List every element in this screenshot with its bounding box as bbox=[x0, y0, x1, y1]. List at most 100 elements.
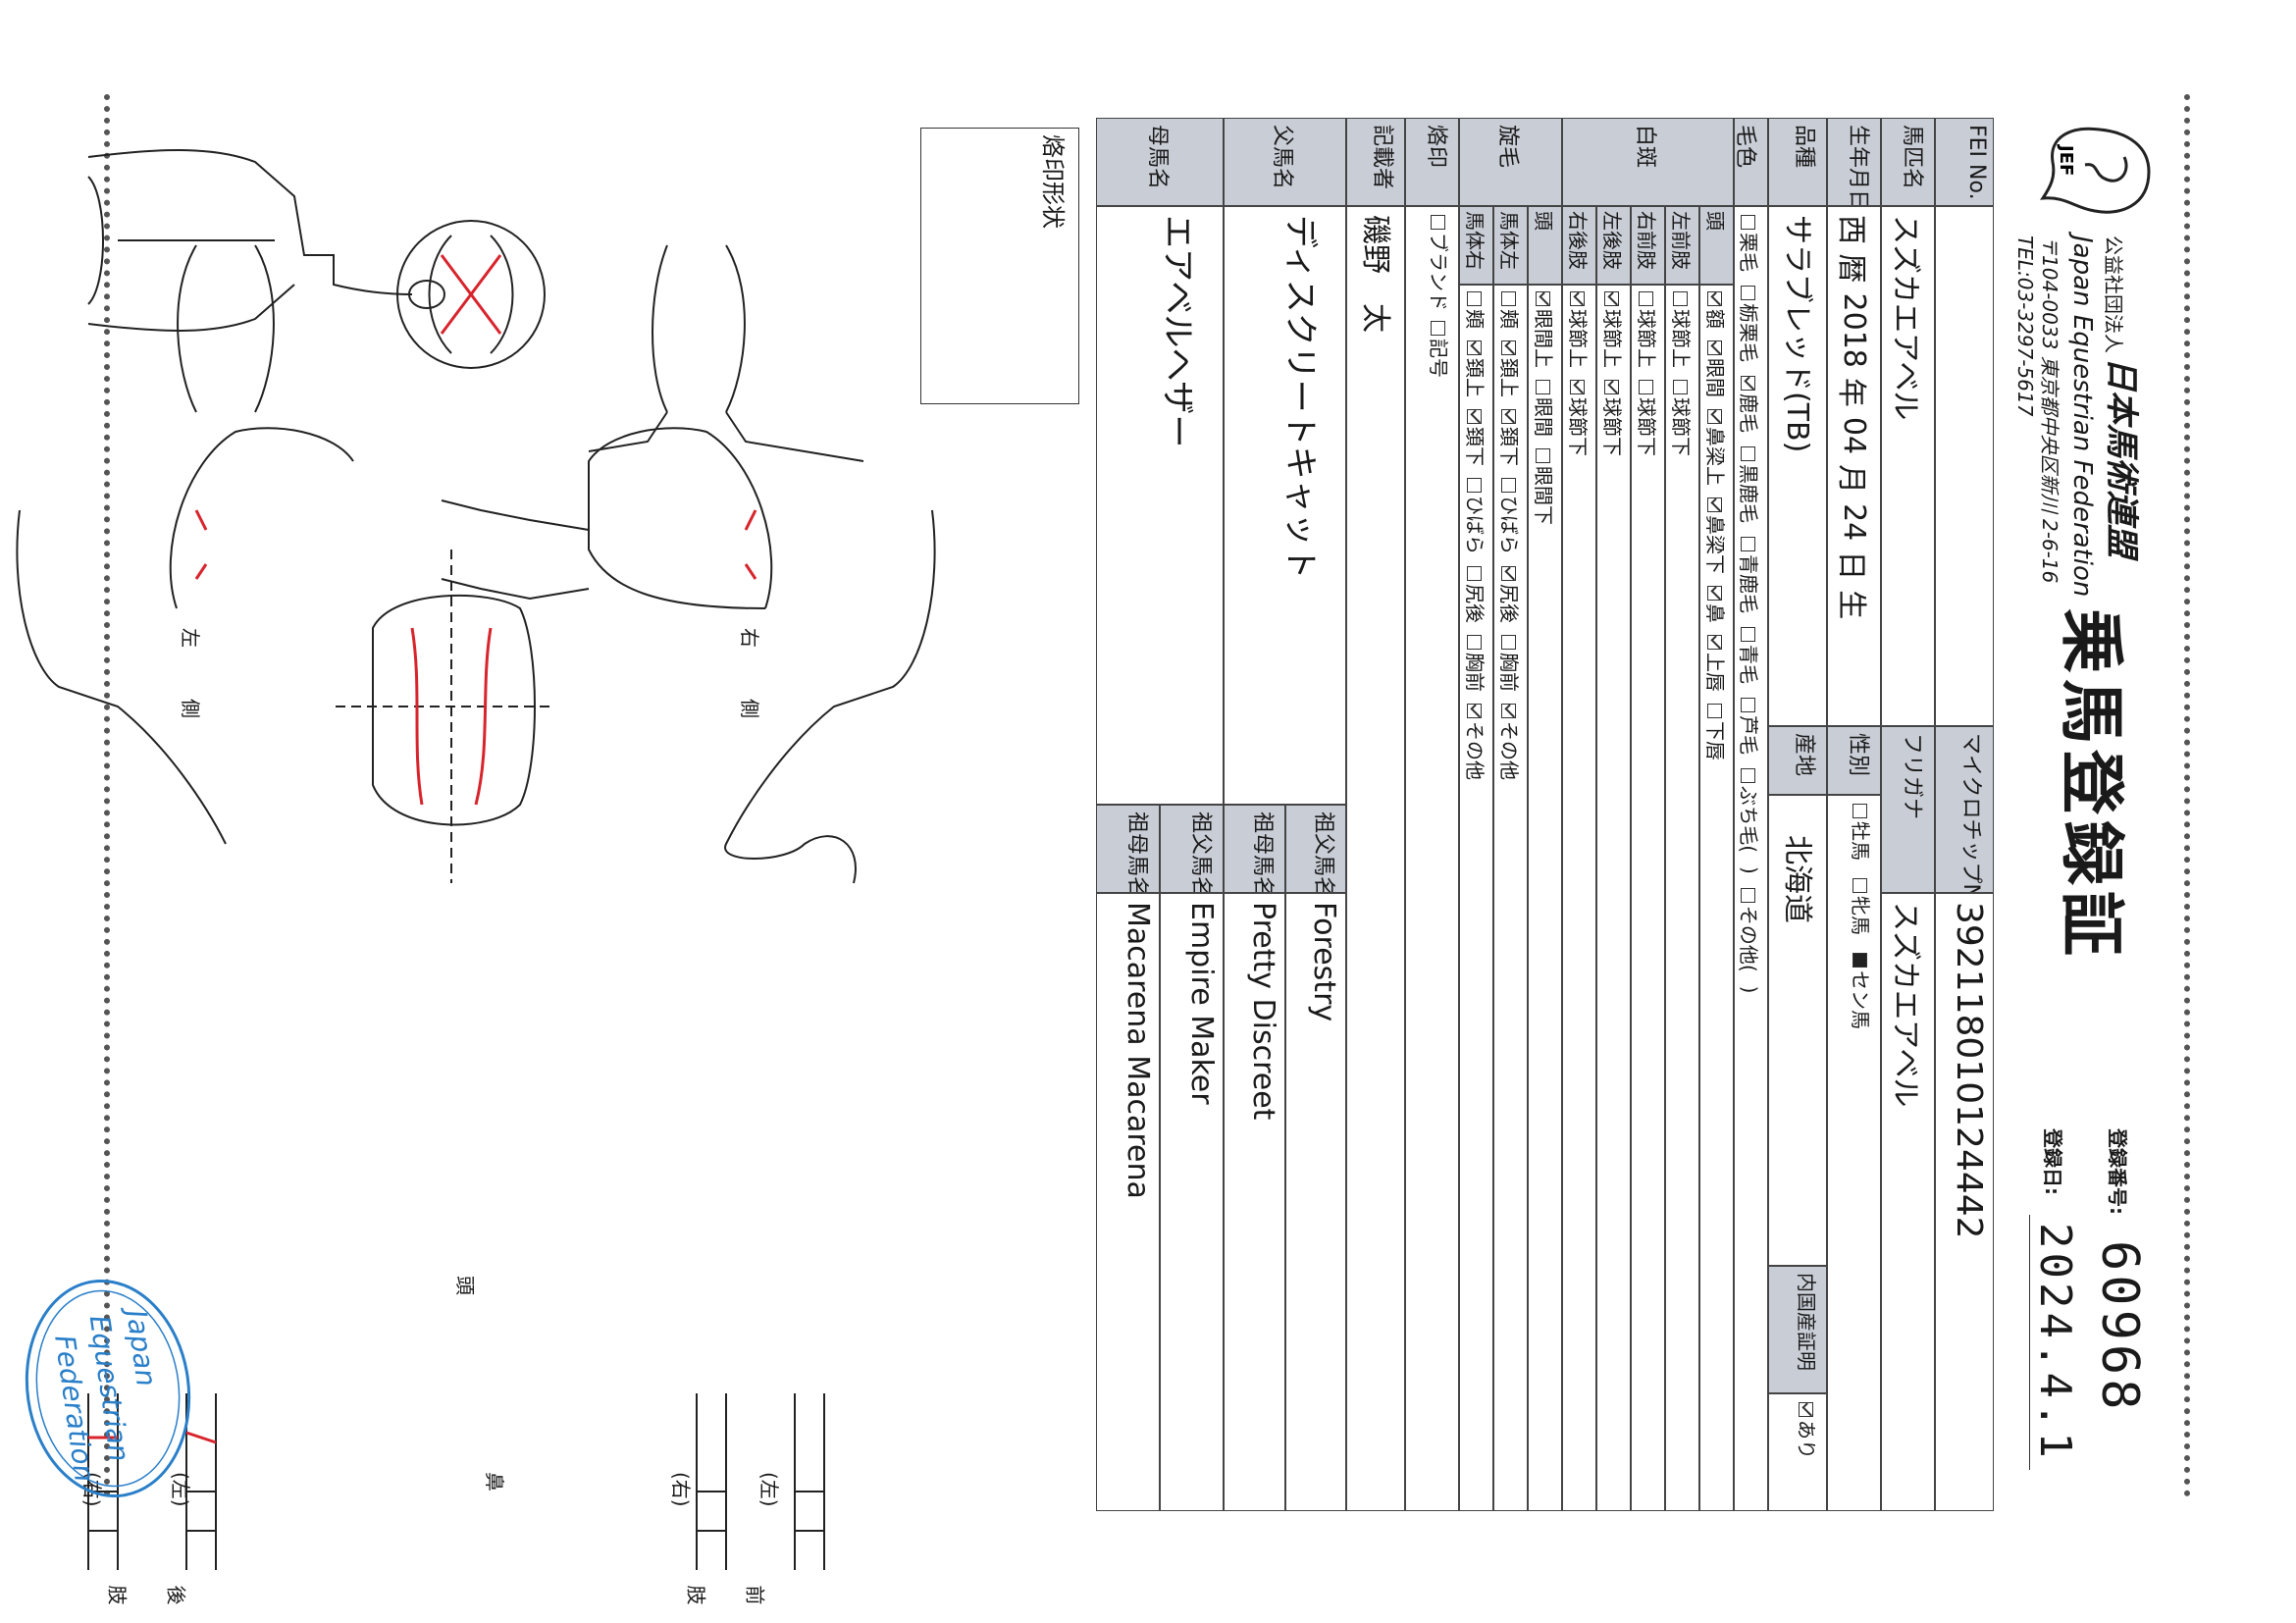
white-part: 頭 bbox=[1699, 206, 1734, 285]
white-option-checkbox bbox=[1707, 586, 1722, 601]
birth-unit-month: 月 bbox=[1834, 464, 1868, 495]
white-option: 鼻梁上 bbox=[1702, 409, 1731, 486]
white-option-checkbox bbox=[1639, 380, 1653, 394]
dam-granddam-value: Macarena Macarena bbox=[1096, 893, 1160, 1511]
whorl-option-text: 胸前 bbox=[1497, 653, 1521, 692]
brand-option-text: 記号 bbox=[1427, 339, 1450, 378]
white-label: 白斑 bbox=[1562, 118, 1734, 206]
white-option-checkbox bbox=[1570, 380, 1585, 394]
white-part: 右前肢 bbox=[1631, 206, 1665, 285]
whorl-option-checkbox bbox=[1501, 566, 1516, 581]
whorl-part: 馬体右 bbox=[1459, 206, 1493, 285]
horse-left-side bbox=[16, 244, 354, 845]
coat-option-checkbox bbox=[1741, 286, 1755, 300]
coat-label: 毛色 bbox=[1734, 118, 1768, 206]
whorl-option-checkbox bbox=[1501, 291, 1516, 306]
whorl-option: 尻後 bbox=[1496, 566, 1525, 623]
whorl-option-checkbox bbox=[1536, 380, 1550, 394]
whorl-option-text: 頚上 bbox=[1497, 358, 1521, 397]
coat-option-text: 芦毛 bbox=[1737, 715, 1760, 755]
white-option-text: 球節下 bbox=[1600, 397, 1624, 456]
birth-unit-year: 年 bbox=[1834, 377, 1868, 407]
head-label: 頭 bbox=[453, 1276, 477, 1295]
whorl-option-text: 頚下 bbox=[1497, 427, 1521, 466]
white-option-text: 球節上 bbox=[1600, 309, 1624, 368]
coat-option-text: ) bbox=[1738, 985, 1762, 994]
brand-label: 烙印 bbox=[1405, 118, 1459, 206]
whorl-option: 眼間上 bbox=[1531, 291, 1559, 368]
white-option: 額 bbox=[1702, 291, 1731, 329]
brand-option: 記号 bbox=[1426, 321, 1454, 378]
whorl-option-text: その他 bbox=[1497, 721, 1521, 780]
sex-option-checkbox bbox=[1852, 953, 1867, 968]
white-option-text: 球節上 bbox=[1566, 309, 1590, 368]
sex-options: 牡馬牝馬セン馬 bbox=[1827, 795, 1881, 1511]
grandsire-label: 祖父馬名 bbox=[1285, 805, 1346, 893]
white-option: 鼻 bbox=[1702, 586, 1731, 623]
sire-label: 父馬名 bbox=[1224, 118, 1346, 206]
origin-label: 産地 bbox=[1768, 726, 1827, 795]
brand-option-checkbox bbox=[1431, 215, 1445, 230]
coat-option: 栃栗毛 bbox=[1736, 286, 1764, 362]
white-option-checkbox bbox=[1707, 497, 1722, 512]
birth-unit-born: 生 bbox=[1834, 590, 1868, 620]
granddam-value: Pretty Discreet bbox=[1224, 893, 1285, 1511]
brand-option-checkbox bbox=[1431, 321, 1445, 336]
whorl-option-text: 頬 bbox=[1497, 309, 1521, 329]
coat-option-checkbox bbox=[1741, 215, 1755, 230]
white-part: 右後肢 bbox=[1562, 206, 1596, 285]
white-marking-nose bbox=[440, 254, 502, 335]
coat-option-checkbox bbox=[1741, 887, 1755, 903]
whorl-option-text: 眼間下 bbox=[1532, 466, 1555, 525]
right-side-label: 右 側 bbox=[738, 628, 761, 722]
furigana-label: フリガナ bbox=[1881, 726, 1935, 893]
whorl-option-text: 尻後 bbox=[1463, 584, 1487, 623]
white-option-checkbox bbox=[1604, 380, 1619, 394]
coat-option: 栗毛 bbox=[1736, 215, 1764, 272]
whorl-option-text: ひばら bbox=[1463, 496, 1487, 554]
reg-date: 2024.4.1 bbox=[2029, 1215, 2080, 1470]
coat-option-checkbox bbox=[1741, 768, 1755, 783]
whorl-option-checkbox bbox=[1467, 340, 1482, 355]
whorl-option: 頬 bbox=[1462, 291, 1490, 329]
whorl-option-text: その他 bbox=[1463, 721, 1487, 780]
horse-head-front bbox=[334, 550, 549, 883]
white-option-checkbox bbox=[1707, 635, 1722, 650]
white-option-text: 鼻梁上 bbox=[1703, 427, 1727, 486]
whorl-option: 尻後 bbox=[1462, 566, 1490, 623]
coat-option-text: 青鹿毛 bbox=[1737, 554, 1760, 613]
sex-option: 牡馬 bbox=[1848, 804, 1876, 861]
white-row: 球節上球節下 bbox=[1665, 285, 1699, 1511]
whorl-part: 頭 bbox=[1528, 206, 1562, 285]
white-option-text: 額 bbox=[1703, 309, 1727, 329]
sex-option: セン馬 bbox=[1848, 953, 1876, 1029]
whorl-option-checkbox bbox=[1536, 448, 1550, 463]
whorl-option-text: 眼間上 bbox=[1532, 309, 1555, 368]
white-marking-left-legs bbox=[194, 509, 208, 580]
whorl-option-checkbox bbox=[1501, 635, 1516, 650]
whorl-option: 胸前 bbox=[1496, 635, 1525, 692]
coat-option-text: 黒鹿毛 bbox=[1737, 464, 1760, 523]
whorl-option-checkbox bbox=[1501, 340, 1516, 355]
whorl-option-text: 尻後 bbox=[1497, 584, 1521, 623]
sex-option-checkbox bbox=[1852, 804, 1867, 818]
coat-option-text: 栗毛 bbox=[1737, 233, 1760, 272]
grandsire-value: Forestry bbox=[1285, 893, 1346, 1511]
whorl-option-checkbox bbox=[1467, 704, 1482, 718]
hind-label: 後 肢 bbox=[108, 1582, 186, 1605]
sex-option-text: 牡馬 bbox=[1849, 821, 1872, 861]
coat-option-text: その他( bbox=[1737, 905, 1760, 972]
birth-year: 2018 bbox=[1837, 292, 1872, 368]
white-option: 球節下 bbox=[1668, 380, 1696, 456]
white-option-text: 球節下 bbox=[1566, 397, 1590, 456]
whorl-part: 馬体左 bbox=[1493, 206, 1528, 285]
whorl-option: 頚下 bbox=[1496, 409, 1525, 466]
whorl-option-checkbox bbox=[1467, 478, 1482, 493]
fei-value bbox=[1935, 206, 1994, 726]
white-row: 球節上球節下 bbox=[1596, 285, 1631, 1511]
coat-options: 栗毛栃栗毛鹿毛黒鹿毛青鹿毛青毛芦毛ぶち毛()その他() bbox=[1734, 206, 1768, 1511]
white-option: 上唇 bbox=[1702, 635, 1731, 692]
recorder-value: 磯野 太 bbox=[1346, 206, 1405, 1511]
coat-option-checkbox bbox=[1741, 376, 1755, 391]
coat-option-text: 栃栗毛 bbox=[1737, 303, 1760, 362]
